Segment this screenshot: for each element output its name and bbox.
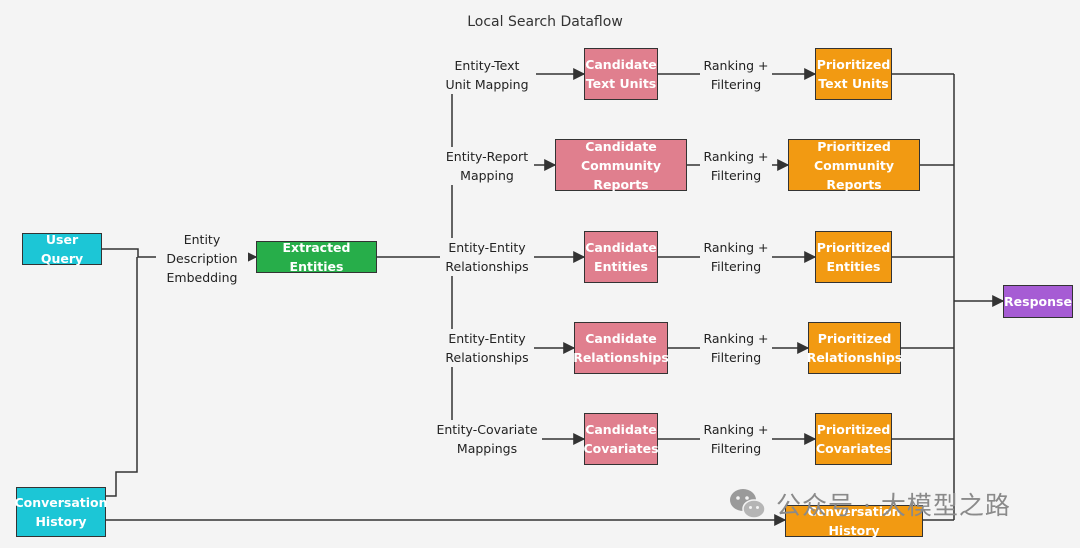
prioritized-entities-node: Prioritized Entities — [815, 231, 892, 283]
edge-label-ranking-filtering-4: Ranking + Filtering — [700, 329, 772, 367]
candidate-relationships-node: Candidate Relationships — [573, 322, 669, 374]
edge-label-entity-entity-relationships-2: Entity-Entity Relationships — [440, 329, 534, 367]
response-node: Response — [1003, 285, 1073, 318]
candidate-community-reports-node: Candidate Community Reports — [555, 139, 687, 192]
conversation-history-output-node: Conversation History — [785, 504, 923, 538]
extracted-entities-node: Extracted Entities — [256, 240, 377, 274]
edge-label-entity-covariate-mappings: Entity-Covariate Mappings — [432, 420, 542, 458]
edge-label-ranking-filtering-5: Ranking + Filtering — [700, 420, 772, 458]
edge-convhistory-to-merge — [106, 257, 138, 497]
candidate-text-units-node: Candidate Text Units — [584, 48, 658, 100]
diagram-title: Local Search Dataflow — [467, 14, 623, 30]
user-query-node: User Query — [22, 232, 102, 266]
watermark-text: 公众号 · 大模型之路 — [776, 491, 1011, 520]
edge-label-entity-description-embedding: Entity Description Embedding — [156, 229, 248, 287]
candidate-entities-node: Candidate Entities — [584, 231, 658, 283]
prioritized-community-reports-node: Prioritized Community Reports — [788, 139, 920, 192]
edge-label-ranking-filtering-3: Ranking + Filtering — [700, 238, 772, 276]
wechat-icon — [730, 489, 766, 519]
prioritized-covariates-node: Prioritized Covariates — [815, 413, 892, 465]
prioritized-relationships-node: Prioritized Relationships — [807, 322, 902, 374]
watermark: 公众号 · 大模型之路 — [726, 482, 1046, 526]
conversation-history-input-node: Conversation History — [14, 487, 108, 537]
prioritized-text-units-node: Prioritized Text Units — [815, 48, 892, 100]
candidate-covariates-node: Candidate Covariates — [583, 413, 659, 465]
edge-label-entity-report-mapping: Entity-Report Mapping — [440, 147, 534, 185]
edge-label-entity-entity-relationships-1: Entity-Entity Relationships — [440, 238, 534, 276]
edge-label-entity-text-unit-mapping: Entity-Text Unit Mapping — [438, 56, 536, 94]
edge-label-ranking-filtering-2: Ranking + Filtering — [700, 147, 772, 185]
edge-label-ranking-filtering-1: Ranking + Filtering — [700, 56, 772, 94]
